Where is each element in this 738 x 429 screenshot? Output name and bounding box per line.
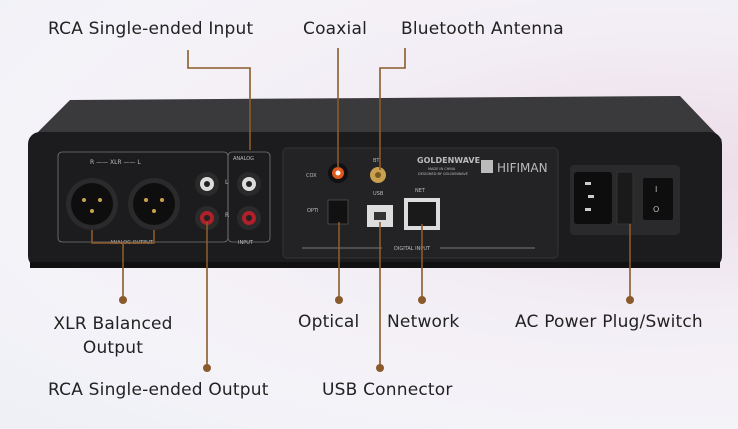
xlr-output-right: [66, 178, 118, 230]
optical-input: [327, 199, 349, 225]
bt-label: BT: [373, 158, 380, 164]
label-usb-connector: USB Connector: [322, 380, 453, 400]
switch-on-mark: I: [655, 185, 657, 194]
xlr-label-line1: XLR Balanced: [53, 314, 173, 334]
rca-input-right: [237, 206, 261, 230]
label-bluetooth-antenna: Bluetooth Antenna: [401, 19, 564, 39]
analog-label: ANALOG: [233, 156, 254, 162]
xlr-output-left: [128, 178, 180, 230]
rca-output-right: [195, 206, 219, 230]
power-switch[interactable]: [643, 178, 673, 220]
net-label: NET: [415, 188, 426, 194]
label-ac-power: AC Power Plug/Switch: [515, 312, 703, 332]
device-top-face: [30, 96, 722, 140]
coaxial-input: [328, 163, 348, 183]
rca-r-label: R: [225, 212, 229, 219]
usb-label: USB: [373, 191, 384, 197]
leader-dots: [119, 296, 634, 372]
hifiman-logo: HIFIMAN: [497, 161, 548, 175]
label-coaxial: Coaxial: [303, 19, 368, 39]
goldenwave-logo: GOLDENWAVE: [417, 156, 480, 165]
xlr-label-line2: Output: [82, 338, 144, 358]
made-in-text: MADE IN CHINA: [428, 167, 456, 171]
label-optical: Optical: [298, 312, 360, 332]
label-rca-single-ended-output: RCA Single-ended Output: [48, 380, 269, 400]
label-rca-single-ended-input: RCA Single-ended Input: [48, 19, 254, 39]
designed-by-text: DESIGNED BY GOLDENWAVE: [418, 172, 468, 176]
rca-output-left: [195, 172, 219, 196]
rca-input-left: [237, 172, 261, 196]
input-label: INPUT: [238, 240, 254, 246]
leader-lines: [91, 48, 631, 368]
rca-l-label: L: [225, 179, 229, 186]
digital-input-label: DIGITAL INPUT: [394, 246, 431, 252]
hifiman-logo-icon: [481, 160, 493, 173]
xlr-header: R —— XLR —— L: [90, 159, 141, 166]
switch-off-mark: O: [653, 205, 659, 214]
bluetooth-antenna-port: [370, 167, 386, 183]
cox-label: COX: [306, 173, 317, 179]
label-xlr-balanced-output: XLR Balanced Output: [43, 312, 183, 360]
opti-label: OPTI: [307, 208, 318, 214]
label-network: Network: [387, 312, 460, 332]
